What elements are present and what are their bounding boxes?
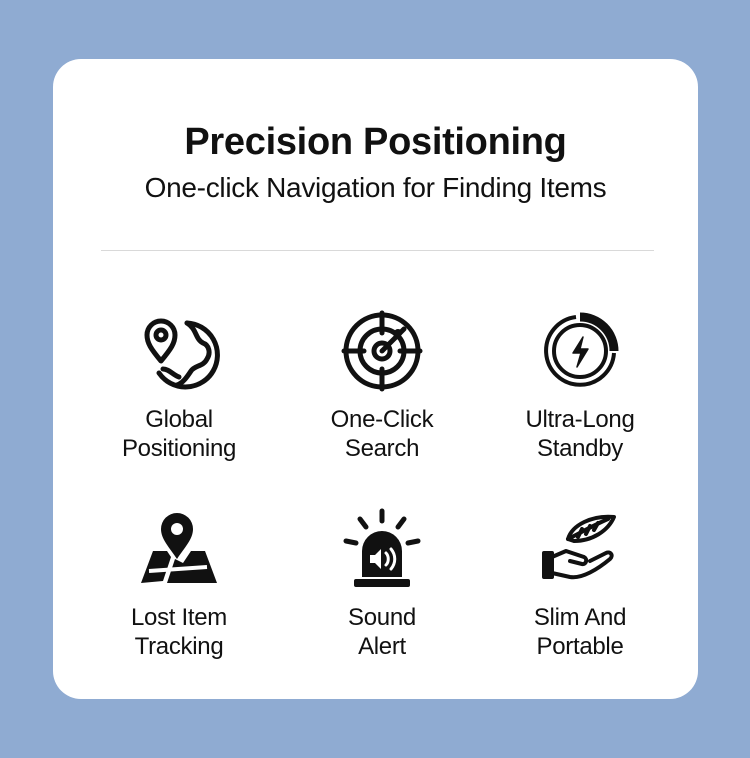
feature-ultra-long-standby: Ultra-Long Standby bbox=[480, 309, 680, 463]
feature-label-line1: Lost Item bbox=[130, 604, 227, 631]
feather-hand-icon bbox=[542, 514, 616, 580]
globe-pin-icon bbox=[144, 318, 220, 390]
page-title: Precision Positioning bbox=[184, 121, 567, 163]
page-subtitle: One-click Navigation for Finding Items bbox=[144, 172, 607, 203]
battery-charge-icon bbox=[544, 312, 619, 387]
feature-lost-item-tracking: Lost Item Tracking bbox=[79, 507, 279, 661]
feature-label-line2: Tracking bbox=[134, 633, 224, 660]
feature-label-line2: Portable bbox=[536, 633, 624, 660]
feature-label-line1: Slim And bbox=[533, 604, 627, 631]
feature-card: Precision Positioning One-click Navigati… bbox=[53, 59, 698, 699]
feature-sound-alert: Sound Alert bbox=[282, 507, 482, 661]
alarm-siren-icon bbox=[343, 508, 421, 587]
feature-label-line1: Sound bbox=[348, 604, 416, 631]
feature-slim-and-portable: Slim And Portable bbox=[480, 507, 680, 661]
feature-label-line2: Standby bbox=[537, 435, 623, 462]
feature-label-line1: Ultra-Long bbox=[525, 406, 635, 433]
feature-global-positioning: Global Positioning bbox=[79, 309, 279, 463]
feature-one-click-search: One-Click Search bbox=[282, 309, 482, 463]
feature-label-line2: Alert bbox=[358, 633, 406, 660]
divider bbox=[101, 250, 654, 251]
radar-icon bbox=[341, 310, 423, 392]
feature-label-line1: Global bbox=[145, 406, 213, 433]
feature-label-line1: One-Click bbox=[330, 406, 434, 433]
feature-label-line2: Search bbox=[344, 435, 420, 462]
map-pin-icon bbox=[141, 513, 217, 583]
feature-label-line2: Positioning bbox=[121, 435, 237, 462]
